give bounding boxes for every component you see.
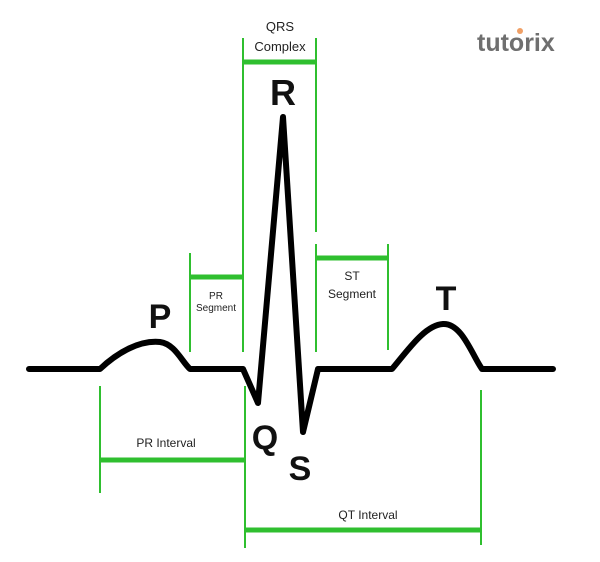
- wave-label-r: R: [270, 72, 296, 113]
- wave-labels: R P T Q S: [149, 72, 457, 488]
- interval-brackets: [99, 38, 482, 548]
- st-segment-label-line1: ST: [344, 269, 360, 283]
- pr-interval-label: PR Interval: [136, 436, 195, 450]
- wave-label-p: P: [149, 298, 172, 336]
- logo-text: tutorix: [477, 29, 555, 57]
- logo-dot: [517, 28, 523, 34]
- ecg-waveform: [26, 114, 556, 435]
- wave-label-s: S: [289, 450, 312, 488]
- tutorix-logo: tutorix: [477, 28, 555, 57]
- qrs-complex-label-line2: Complex: [254, 39, 306, 54]
- wave-label-t: T: [436, 280, 457, 318]
- qrs-complex-label-line1: QRS: [266, 19, 295, 34]
- pr-segment-label-line1: PR: [209, 291, 223, 302]
- st-segment-label-line2: Segment: [328, 287, 377, 301]
- pr-segment-label-line2: Segment: [196, 303, 236, 314]
- wave-label-q: Q: [252, 419, 278, 457]
- qt-interval-label: QT Interval: [338, 508, 397, 522]
- interval-labels: QRS Complex PR Segment ST Segment PR Int…: [136, 19, 397, 522]
